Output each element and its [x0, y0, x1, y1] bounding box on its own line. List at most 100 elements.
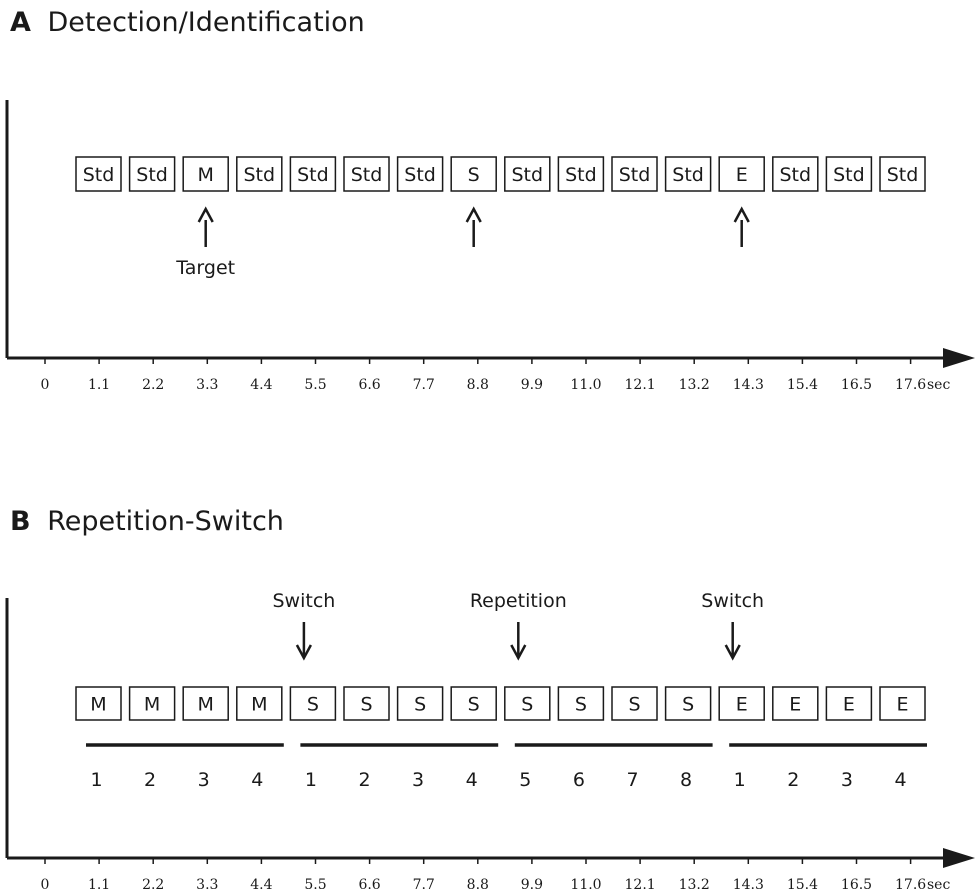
axis-tick-label: 9.9 [521, 877, 543, 892]
axis-tick-label: 15.4 [787, 877, 818, 892]
axis-tick-label: 5.5 [304, 377, 326, 393]
stimulus-label: S [468, 164, 480, 186]
trial-number: 2 [358, 769, 370, 791]
stimulus-box: Std [611, 156, 658, 192]
stimulus-box: E [879, 686, 926, 721]
up-arrow-head [197, 206, 214, 223]
trial-number: 4 [894, 769, 906, 791]
trial-number: 6 [573, 769, 585, 791]
stimulus-label: S [628, 694, 640, 716]
stimulus-label: S [414, 694, 426, 716]
stimulus-label: E [736, 694, 748, 716]
axis-tick-label: 1.1 [88, 377, 110, 393]
arrow-label: Repetition [470, 590, 567, 612]
panel-b-title: Repetition-Switch [47, 506, 284, 537]
stimulus-box-frame [879, 686, 926, 721]
axis-tick-label: 3.3 [196, 877, 218, 892]
stimulus-box-frame [611, 156, 658, 192]
axis-unit-label: sec [927, 377, 950, 393]
stimulus-box: Std [879, 156, 926, 192]
down-arrow-icon [295, 622, 313, 661]
stimulus-box: Std [236, 156, 283, 192]
trial-number: 3 [412, 769, 424, 791]
stimulus-box: E [772, 686, 819, 721]
stimulus-box: M [128, 686, 176, 721]
up-arrow-icon [733, 206, 750, 247]
stimulus-label: Std [404, 164, 436, 186]
axis-tick-label: 1.1 [88, 877, 110, 892]
stimulus-label: Std [887, 164, 919, 186]
stimulus-box-frame [289, 686, 337, 721]
panel-a-axis-arrowhead [943, 348, 975, 368]
up-arrow-icon [465, 206, 482, 247]
stimulus-label: Std [833, 164, 865, 186]
stimulus-box: S [557, 686, 605, 721]
axis-tick-label: 6.6 [358, 877, 380, 892]
down-arrow-icon [724, 622, 741, 661]
stimulus-box-frame [128, 686, 176, 721]
stimulus-box: S [611, 686, 658, 721]
stimulus-box: M [236, 686, 283, 721]
stimulus-box-frame [825, 686, 873, 721]
down-arrow-head [295, 644, 313, 661]
stimulus-box: Std [289, 156, 337, 192]
panel-a-arrows: Target [175, 206, 750, 279]
stimulus-box-frame [128, 156, 176, 192]
axis-tick-label: 14.3 [733, 377, 764, 393]
stimulus-box: S [289, 686, 337, 721]
panel-a-title: Detection/Identification [48, 7, 365, 38]
panel-a-letter: A [10, 7, 31, 38]
arrow-label: Switch [701, 590, 764, 612]
stimulus-box: S [450, 686, 497, 721]
stimulus-label: S [307, 694, 319, 716]
stimulus-label: Std [136, 164, 168, 186]
axis-tick-label: 4.4 [250, 877, 272, 892]
stimulus-box-frame [504, 156, 551, 192]
stimulus-box: E [825, 686, 873, 721]
trial-number: 8 [680, 769, 692, 791]
axis-tick-label: 2.2 [142, 877, 164, 892]
trial-number: 2 [787, 769, 799, 791]
stimulus-box: Std [557, 156, 605, 192]
stimulus-box: Std [128, 156, 176, 192]
axis-tick-label: 17.6 [895, 877, 926, 892]
stimulus-box: S [343, 686, 390, 721]
stimulus-box-frame [611, 686, 658, 721]
stimulus-box-frame [718, 156, 765, 192]
down-arrow-head [724, 644, 741, 661]
stimulus-box: E [718, 686, 765, 721]
arrow-label: Target [175, 257, 235, 279]
stimulus-box: M [182, 686, 229, 721]
stimulus-label: Std [83, 164, 115, 186]
trial-number: 3 [198, 769, 210, 791]
trial-number: 7 [626, 769, 638, 791]
trial-number: 1 [734, 769, 746, 791]
stimulus-label: Std [672, 164, 704, 186]
stimulus-box: Std [504, 156, 551, 192]
stimulus-box-frame [557, 156, 605, 192]
stimulus-label: M [197, 164, 213, 186]
stimulus-box-frame [343, 686, 390, 721]
stimulus-label: Std [512, 164, 544, 186]
stimulus-box: E [718, 156, 765, 192]
stimulus-box: Std [825, 156, 873, 192]
axis-tick-label: 17.6 [895, 377, 926, 393]
axis-tick-label: 11.0 [570, 877, 601, 892]
stimulus-box: M [75, 686, 122, 721]
axis-tick-label: 6.6 [358, 377, 380, 393]
stimulus-box: S [450, 156, 497, 192]
axis-tick-label: 5.5 [304, 877, 326, 892]
stimulus-label: Std [619, 164, 651, 186]
stimulus-label: Std [780, 164, 812, 186]
trial-number: 1 [90, 769, 102, 791]
